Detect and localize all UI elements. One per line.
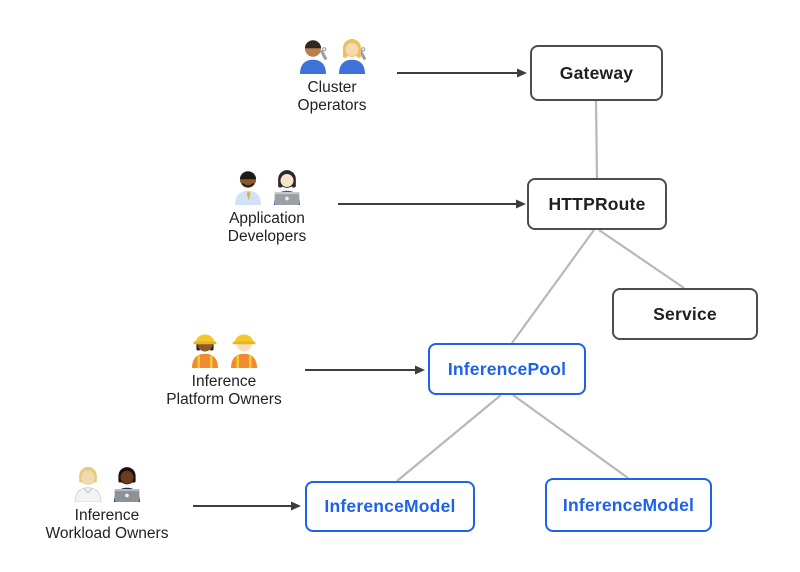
edge-gateway-httproute: [594, 100, 599, 179]
mechanics-pair-icon: [296, 34, 369, 74]
man-office-worker-icon: [234, 171, 261, 205]
node-gateway-label: Gateway: [559, 62, 634, 83]
actor-cluster-operators-label: Cluster Operators: [297, 79, 367, 114]
node-inferencemodel-left-label: InferenceModel: [324, 496, 456, 516]
node-httproute: HTTPRoute: [527, 178, 667, 230]
health-worker-icon: [74, 466, 101, 502]
construction-workers-pair-icon: [188, 328, 261, 368]
node-inferencemodel-right: InferenceModel: [545, 478, 712, 532]
edge-httproute-service: [598, 229, 685, 289]
woman-construction-worker-icon: [191, 334, 218, 368]
health-worker-and-technologist-pair-icon: [71, 462, 144, 502]
edge-inferencepool-inferencemodel-left: [396, 394, 502, 482]
node-inferencemodel-right-label: InferenceModel: [562, 494, 695, 515]
actor-inference-platform-owners-label: Inference Platform Owners: [166, 373, 282, 408]
node-gateway: Gateway: [530, 45, 663, 101]
man-construction-worker-icon: [230, 334, 257, 368]
man-mechanic-icon: [299, 40, 327, 74]
node-service-label: Service: [653, 303, 717, 324]
office-worker-and-technologist-pair-icon: [231, 165, 304, 205]
node-inferencepool-label: InferencePool: [447, 358, 567, 379]
actor-application-developers-label: Application Developers: [227, 210, 307, 245]
node-inferencepool: InferencePool: [428, 343, 586, 395]
node-inferencemodel-left: InferenceModel: [305, 481, 475, 532]
node-service: Service: [612, 288, 758, 340]
actor-inference-platform-owners: Inference Platform Owners: [134, 328, 314, 408]
edge-httproute-inferencepool: [511, 229, 595, 344]
actor-inference-workload-owners: Inference Workload Owners: [17, 462, 197, 542]
man-technologist-icon: [113, 467, 140, 502]
actor-cluster-operators: Cluster Operators: [242, 34, 422, 114]
woman-mechanic-icon: [338, 39, 366, 74]
actor-application-developers: Application Developers: [177, 165, 357, 245]
actor-inference-workload-owners-label: Inference Workload Owners: [45, 507, 169, 542]
node-httproute-label: HTTPRoute: [548, 193, 646, 214]
woman-technologist-icon: [273, 170, 300, 205]
edge-inferencepool-inferencemodel-right: [512, 394, 629, 479]
